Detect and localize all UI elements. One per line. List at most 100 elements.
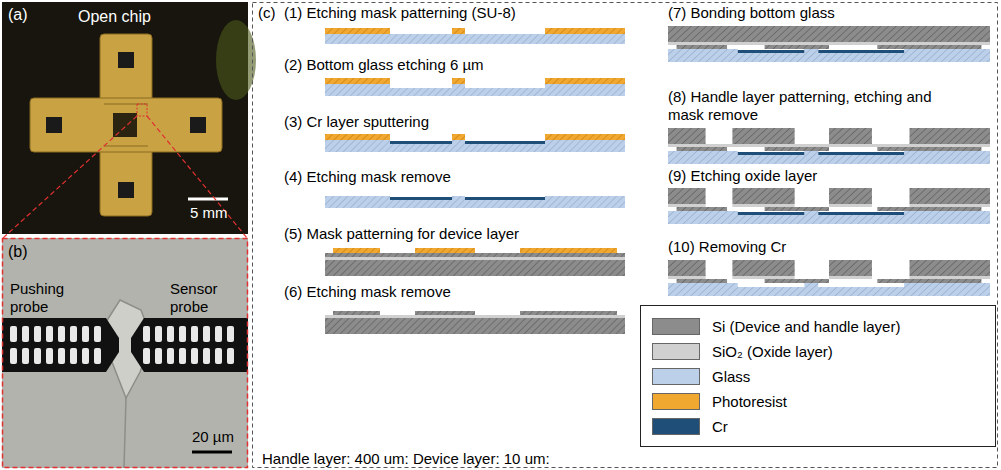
scale-bar [192, 451, 232, 454]
glass-layer [804, 151, 818, 155]
photoresist-layer [545, 78, 625, 84]
cross-section [668, 260, 990, 296]
silicon-layer [677, 279, 727, 283]
chip-arm [100, 34, 152, 216]
glass-layer [452, 84, 465, 88]
photoresist-layer [452, 134, 465, 140]
probe-slot [191, 348, 198, 364]
legend-box [641, 306, 996, 447]
chip-window [113, 113, 137, 137]
cross-section [325, 78, 625, 96]
legend-entry: Si (Device and handle layer) [652, 316, 900, 336]
silicon-layer [765, 279, 829, 283]
panel-frame [253, 3, 998, 468]
silicon-layer [677, 147, 727, 151]
legend-swatch [652, 318, 700, 335]
silicon-layer [668, 26, 990, 42]
legend-swatch [652, 393, 700, 410]
pushing-probe [2, 318, 119, 372]
silicon-layer [333, 311, 380, 315]
text-label: Open chip [78, 8, 151, 26]
photo-glare [216, 20, 256, 100]
sensor-probe [131, 318, 248, 372]
probe-slot [70, 326, 77, 342]
probe-slot [10, 348, 17, 364]
text-label: 5 mm [190, 204, 228, 222]
legend-entry: Glass [652, 366, 750, 386]
silicon-layer [677, 45, 727, 49]
chromium-layer [390, 141, 452, 144]
text-label: (c) [258, 4, 276, 22]
glass-layer [904, 211, 990, 215]
probe-slot [227, 348, 234, 364]
photoresist-layer [452, 78, 465, 84]
probe-slot [179, 326, 186, 342]
silicon-layer [765, 207, 829, 211]
chromium-layer [390, 197, 452, 200]
silicon-layer [877, 147, 981, 151]
legend-entry: Cr [652, 416, 728, 436]
probe-slot [143, 348, 150, 364]
text-label: (8) Handle layer patterning, etching and… [668, 88, 968, 124]
zoom-frame [3, 239, 248, 468]
legend-text: Photoresist [712, 393, 787, 410]
probe-slot [82, 326, 89, 342]
oxide-layer [910, 204, 991, 207]
photoresist-layer [545, 28, 625, 34]
text-label: (9) Etching oxide layer [668, 167, 817, 185]
glass-layer [325, 200, 625, 208]
glass-layer [325, 34, 625, 44]
glass-layer [668, 211, 738, 215]
zoom-leader [3, 116, 137, 238]
glass-layer [325, 140, 390, 144]
cell-stem [124, 398, 126, 468]
glass-layer [904, 283, 990, 287]
legend-text: SiO₂ (Oxide layer) [712, 343, 833, 360]
text-label: (7) Bonding bottom glass [668, 4, 835, 22]
silicon-layer [668, 128, 706, 144]
text-label: (1) Etching mask patterning (SU-8) [284, 4, 516, 22]
cross-section [325, 28, 625, 44]
probe-slot [46, 326, 53, 342]
chip-window [46, 117, 62, 133]
glass-layer [904, 49, 990, 53]
glass-layer [452, 196, 465, 200]
chip-center [102, 100, 150, 150]
probe-slot [191, 326, 198, 342]
chromium-layer [818, 50, 904, 53]
legend-swatch [652, 343, 700, 360]
oxide-layer [668, 204, 706, 207]
silicon-layer [732, 260, 794, 276]
probe-slot [215, 348, 222, 364]
chip-window [118, 182, 134, 198]
glass-layer [452, 140, 465, 144]
silicon-layer [877, 45, 981, 49]
silicon-layer [877, 207, 981, 211]
cross-section [325, 134, 625, 152]
glass-layer [325, 144, 625, 152]
chromium-layer [738, 212, 805, 215]
zoom-box [137, 104, 147, 116]
silicon-layer [910, 260, 991, 276]
probe-slot [167, 348, 174, 364]
text-label: (2) Bottom glass etching 6 µm [284, 56, 484, 74]
glass-layer [668, 283, 738, 287]
glass-layer [325, 84, 390, 88]
scale-bar [188, 198, 228, 201]
text-label: (4) Etching mask remove [284, 168, 451, 186]
photoresist-layer [520, 248, 617, 253]
cross-section [668, 188, 990, 224]
text-label: (b) [8, 243, 28, 261]
probe-slot [143, 326, 150, 342]
text-label: 20 µm [192, 428, 234, 446]
silicon-layer [765, 45, 829, 49]
glass-layer [545, 196, 625, 200]
oxide-layer [668, 144, 990, 147]
probe-slot [94, 326, 101, 342]
oxide-layer [325, 315, 625, 318]
silicon-layer [829, 188, 872, 204]
probe-slot [46, 348, 53, 364]
cross-section [325, 311, 625, 334]
silicon-layer [732, 188, 794, 204]
probe-slot [70, 348, 77, 364]
